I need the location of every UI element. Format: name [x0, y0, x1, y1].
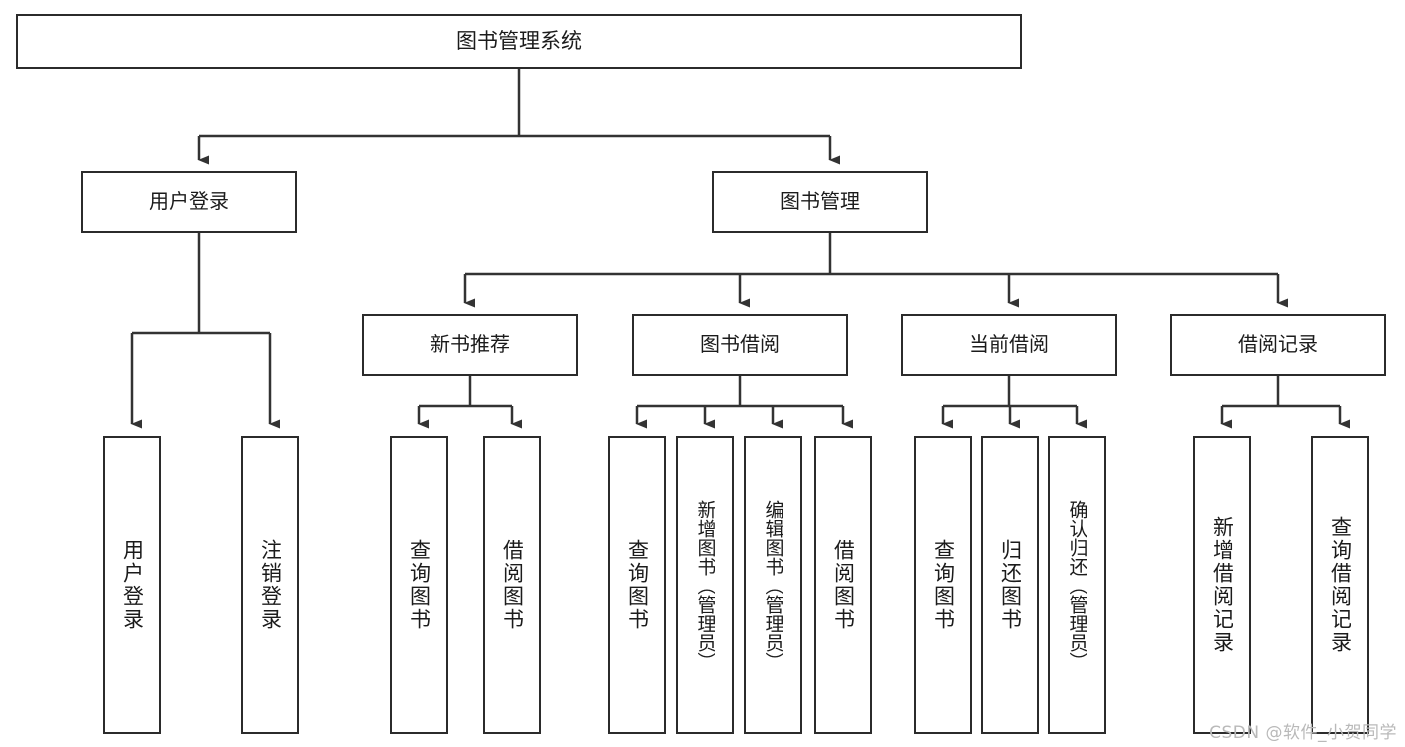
node-leaf-return-book[interactable]: 归还图书: [981, 436, 1039, 734]
node-leaf-user-logout-label: 注销登录: [259, 539, 281, 631]
watermark: CSDN @软件_小贺同学: [1209, 723, 1397, 743]
node-root-label: 图书管理系统: [456, 29, 582, 54]
node-borrow-record[interactable]: 借阅记录: [1170, 314, 1386, 376]
node-leaf-user-login-label: 用户登录: [121, 539, 143, 631]
node-leaf-query-book-recommend-label: 查询图书: [408, 539, 430, 631]
node-leaf-confirm-return-admin[interactable]: 确认归还（管理员）: [1048, 436, 1106, 734]
node-leaf-query-book-borrow-label: 查询图书: [626, 539, 648, 631]
node-borrow-record-label: 借阅记录: [1238, 332, 1318, 357]
node-leaf-return-book-label: 归还图书: [999, 539, 1021, 631]
node-leaf-query-borrow-record[interactable]: 查询借阅记录: [1311, 436, 1369, 734]
node-leaf-query-book-borrow[interactable]: 查询图书: [608, 436, 666, 734]
node-leaf-borrow-book-recommend[interactable]: 借阅图书: [483, 436, 541, 734]
node-leaf-query-book-current-label: 查询图书: [932, 539, 954, 631]
node-leaf-add-book-admin[interactable]: 新增图书（管理员）: [676, 436, 734, 734]
node-user-login-label: 用户登录: [149, 189, 229, 214]
node-leaf-borrow-book-recommend-label: 借阅图书: [501, 539, 523, 631]
node-book-borrow[interactable]: 图书借阅: [632, 314, 848, 376]
node-leaf-edit-book-admin[interactable]: 编辑图书（管理员）: [744, 436, 802, 734]
node-root-system[interactable]: 图书管理系统: [16, 14, 1022, 69]
node-book-manage-label: 图书管理: [780, 189, 860, 214]
node-user-login[interactable]: 用户登录: [81, 171, 297, 233]
node-current-borrow-label: 当前借阅: [969, 332, 1049, 357]
node-leaf-query-borrow-record-label: 查询借阅记录: [1329, 516, 1351, 654]
node-leaf-confirm-return-admin-label: 确认归还（管理员）: [1067, 499, 1087, 671]
node-leaf-add-book-admin-label: 新增图书（管理员）: [695, 499, 715, 671]
node-leaf-query-book-current[interactable]: 查询图书: [914, 436, 972, 734]
node-leaf-add-borrow-record-label: 新增借阅记录: [1211, 516, 1233, 654]
node-leaf-query-book-recommend[interactable]: 查询图书: [390, 436, 448, 734]
node-new-book-recommend-label: 新书推荐: [430, 332, 510, 357]
node-book-manage[interactable]: 图书管理: [712, 171, 928, 233]
node-leaf-add-borrow-record[interactable]: 新增借阅记录: [1193, 436, 1251, 734]
node-book-borrow-label: 图书借阅: [700, 332, 780, 357]
node-leaf-user-logout[interactable]: 注销登录: [241, 436, 299, 734]
node-new-book-recommend[interactable]: 新书推荐: [362, 314, 578, 376]
node-current-borrow[interactable]: 当前借阅: [901, 314, 1117, 376]
node-leaf-borrow-book-label: 借阅图书: [832, 539, 854, 631]
node-leaf-edit-book-admin-label: 编辑图书（管理员）: [763, 499, 783, 671]
node-leaf-user-login[interactable]: 用户登录: [103, 436, 161, 734]
node-leaf-borrow-book[interactable]: 借阅图书: [814, 436, 872, 734]
